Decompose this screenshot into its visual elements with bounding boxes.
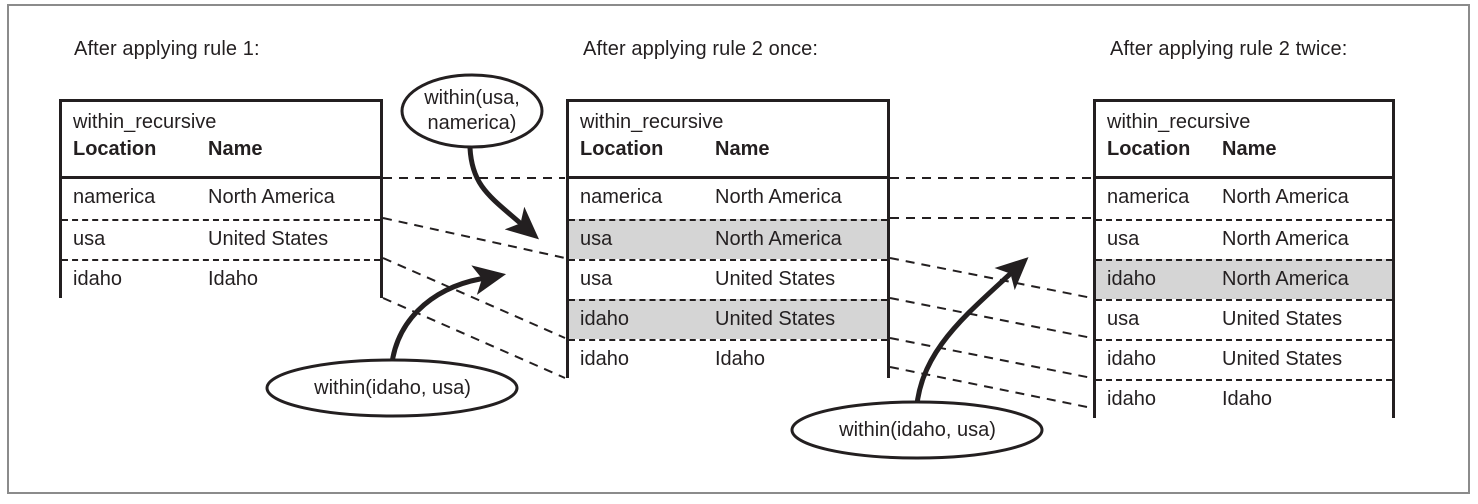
cell-location: idaho bbox=[73, 268, 122, 290]
table-header-block: within_recursive Location Name bbox=[62, 102, 380, 179]
cell-name: United States bbox=[208, 228, 329, 250]
callout-ellipse bbox=[790, 400, 1044, 460]
column-header-row: Location Name bbox=[569, 136, 887, 176]
table-row: namerica North America bbox=[569, 179, 887, 219]
table-name: within_recursive bbox=[580, 111, 724, 133]
column-header-location: Location bbox=[580, 138, 664, 160]
cell-name: North America bbox=[1222, 268, 1349, 290]
table-name: within_recursive bbox=[73, 111, 217, 133]
cell-location: usa bbox=[73, 228, 106, 250]
cell-name: Idaho bbox=[208, 268, 259, 290]
arrow-idaho-usa-right bbox=[913, 257, 1029, 421]
table-row-highlighted: idaho North America bbox=[1096, 259, 1392, 299]
table-row: namerica North America bbox=[62, 179, 380, 219]
table-name: within_recursive bbox=[1107, 111, 1251, 133]
panel-title-rule1: After applying rule 1: bbox=[74, 38, 260, 60]
table-row: idaho United States bbox=[1096, 339, 1392, 379]
panel-title-rule2-twice: After applying rule 2 twice: bbox=[1110, 38, 1348, 60]
cell-name: North America bbox=[715, 228, 842, 250]
callout-within-idaho-usa-left: within(idaho, usa) bbox=[265, 358, 520, 418]
column-header-location: Location bbox=[1107, 138, 1191, 160]
table-after-rule-2-twice: within_recursive Location Name namerica … bbox=[1093, 99, 1395, 419]
cell-location: usa bbox=[580, 228, 613, 250]
table-row: idaho Idaho bbox=[569, 339, 887, 379]
cell-name: Idaho bbox=[715, 348, 766, 370]
cell-name: United States bbox=[1222, 348, 1343, 370]
table-row: usa United States bbox=[569, 259, 887, 299]
column-header-row: Location Name bbox=[62, 136, 380, 176]
column-header-row: Location Name bbox=[1096, 136, 1392, 176]
connector-t2-t3-e bbox=[889, 337, 1093, 379]
column-header-name: Name bbox=[1222, 138, 1277, 160]
table-header-block: within_recursive Location Name bbox=[569, 102, 887, 179]
cell-location: namerica bbox=[1107, 186, 1190, 208]
callout-within-idaho-usa-right: within(idaho, usa) bbox=[790, 400, 1045, 460]
table-row-highlighted: idaho United States bbox=[569, 299, 887, 339]
cell-location: idaho bbox=[1107, 348, 1156, 370]
cell-location: usa bbox=[580, 268, 613, 290]
callout-ellipse bbox=[400, 73, 544, 149]
cell-name: United States bbox=[715, 308, 836, 330]
cell-name: North America bbox=[715, 186, 842, 208]
table-row: idaho Idaho bbox=[1096, 379, 1392, 419]
cell-location: usa bbox=[1107, 228, 1140, 250]
cell-location: usa bbox=[1107, 308, 1140, 330]
cell-location: idaho bbox=[580, 308, 629, 330]
cell-name: North America bbox=[208, 186, 335, 208]
table-row: usa North America bbox=[1096, 219, 1392, 259]
connector-t1-t2-c bbox=[382, 257, 566, 339]
column-header-name: Name bbox=[208, 138, 263, 160]
cell-name: United States bbox=[715, 268, 836, 290]
cell-location: idaho bbox=[580, 348, 629, 370]
panel-title-rule2-once: After applying rule 2 once: bbox=[583, 38, 819, 60]
cell-location: namerica bbox=[580, 186, 663, 208]
callout-within-usa-namerica: within(usa, namerica) bbox=[399, 72, 545, 150]
cell-location: idaho bbox=[1107, 388, 1156, 410]
arrow-usa-namerica bbox=[467, 145, 540, 240]
cell-location: idaho bbox=[1107, 268, 1156, 290]
column-header-name: Name bbox=[715, 138, 770, 160]
cell-location: namerica bbox=[73, 186, 156, 208]
table-row: idaho Idaho bbox=[62, 259, 380, 299]
cell-name: United States bbox=[1222, 308, 1343, 330]
connector-t2-t3-c bbox=[889, 257, 1093, 299]
cell-name: North America bbox=[1222, 186, 1349, 208]
connector-t1-t2-b bbox=[382, 217, 566, 259]
cell-name: North America bbox=[1222, 228, 1349, 250]
table-header-block: within_recursive Location Name bbox=[1096, 102, 1392, 179]
cell-name: Idaho bbox=[1222, 388, 1273, 410]
table-after-rule-2-once: within_recursive Location Name namerica … bbox=[566, 99, 890, 379]
connector-t2-t3-d bbox=[889, 297, 1093, 339]
table-row: usa United States bbox=[1096, 299, 1392, 339]
table-row: namerica North America bbox=[1096, 179, 1392, 219]
column-header-location: Location bbox=[73, 138, 157, 160]
table-after-rule-1: within_recursive Location Name namerica … bbox=[59, 99, 383, 299]
callout-ellipse bbox=[265, 358, 519, 418]
table-row: usa United States bbox=[62, 219, 380, 259]
table-row-highlighted: usa North America bbox=[569, 219, 887, 259]
